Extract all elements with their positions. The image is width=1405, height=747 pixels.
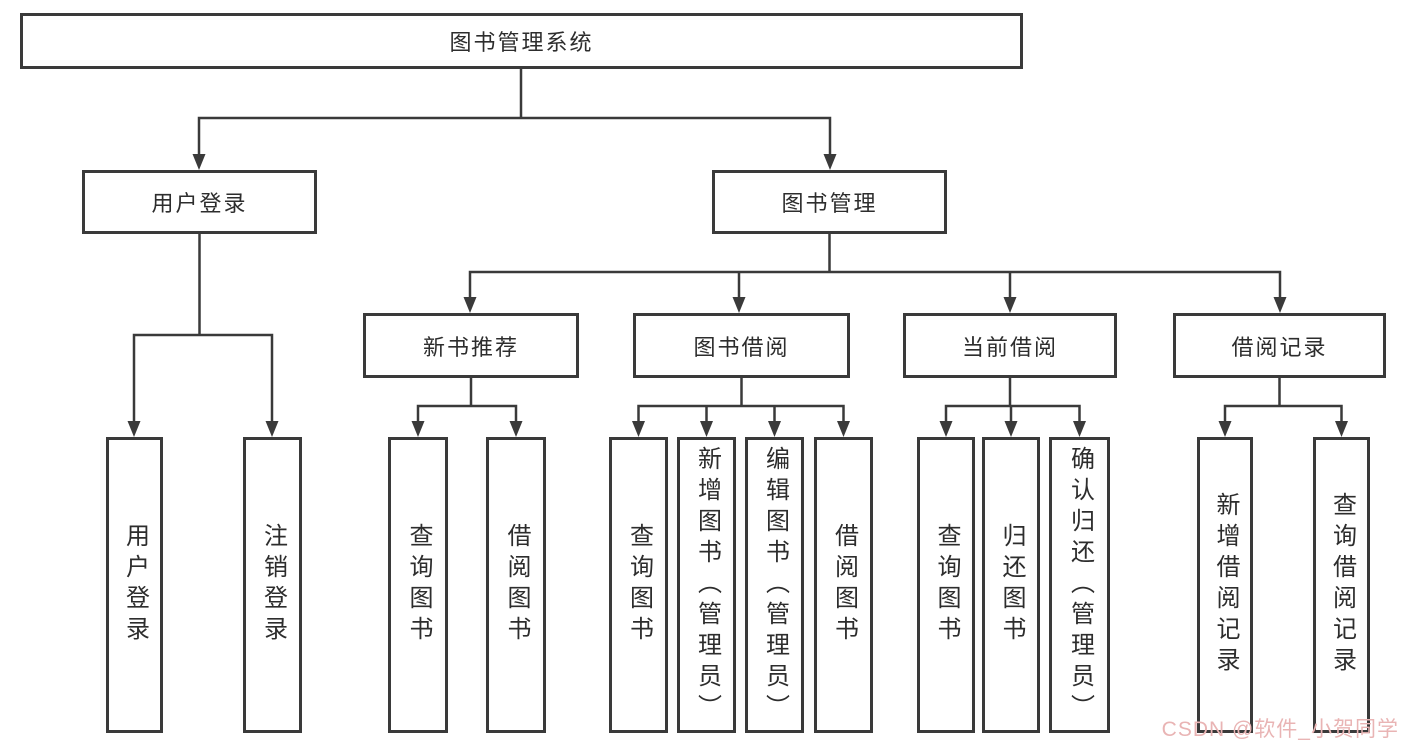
leaf-query-books-current: 查询图书 — [917, 437, 975, 733]
node-user-login: 用户登录 — [82, 170, 317, 234]
leaf-label: 新增图书（管理员） — [693, 445, 721, 725]
leaf-edit-books-admin: 编辑图书（管理员） — [745, 437, 804, 733]
node-borrowing-records: 借阅记录 — [1173, 313, 1386, 378]
leaf-label: 查询图书 — [405, 523, 432, 647]
leaf-confirm-return-admin: 确认归还（管理员） — [1049, 437, 1110, 733]
leaf-label: 新增借阅记录 — [1212, 492, 1239, 678]
leaf-label: 确认归还（管理员） — [1066, 445, 1094, 725]
leaf-add-borrow-record: 新增借阅记录 — [1197, 437, 1253, 733]
leaf-borrow-books-recommend: 借阅图书 — [486, 437, 546, 733]
leaf-label: 借阅图书 — [830, 523, 858, 647]
leaf-add-books-admin: 新增图书（管理员） — [677, 437, 736, 733]
leaf-label: 用户登录 — [121, 523, 149, 647]
node-label: 图书借阅 — [693, 334, 790, 360]
leaf-label: 注销登录 — [259, 523, 287, 647]
node-label: 图书管理 — [781, 191, 878, 216]
leaf-label: 查询图书 — [625, 523, 653, 647]
node-book-borrowing: 图书借阅 — [633, 313, 850, 378]
node-library-management-system: 图书管理系统 — [20, 13, 1023, 69]
node-label: 新书推荐 — [422, 334, 519, 360]
node-label: 当前借阅 — [961, 334, 1058, 360]
node-label: 用户登录 — [151, 191, 248, 216]
csdn-watermark: CSDN @软件_小贺同学 — [1161, 718, 1399, 741]
leaf-query-books-recommend: 查询图书 — [388, 437, 448, 733]
node-new-book-recommendation: 新书推荐 — [363, 313, 579, 378]
leaf-label: 查询借阅记录 — [1328, 492, 1356, 678]
leaf-label: 借阅图书 — [503, 523, 530, 647]
leaf-query-books-borrow: 查询图书 — [609, 437, 668, 733]
node-current-borrowing: 当前借阅 — [903, 313, 1117, 378]
leaf-user-login: 用户登录 — [106, 437, 163, 733]
leaf-label: 查询图书 — [933, 523, 960, 647]
leaf-query-borrow-record: 查询借阅记录 — [1313, 437, 1370, 733]
node-book-management: 图书管理 — [712, 170, 947, 234]
node-label: 图书管理系统 — [449, 30, 594, 55]
leaf-logout: 注销登录 — [243, 437, 302, 733]
leaf-label: 编辑图书（管理员） — [761, 445, 789, 725]
node-label: 借阅记录 — [1231, 334, 1328, 360]
leaf-borrow-books: 借阅图书 — [814, 437, 873, 733]
leaf-label: 归还图书 — [998, 523, 1025, 647]
leaf-return-books: 归还图书 — [982, 437, 1040, 733]
